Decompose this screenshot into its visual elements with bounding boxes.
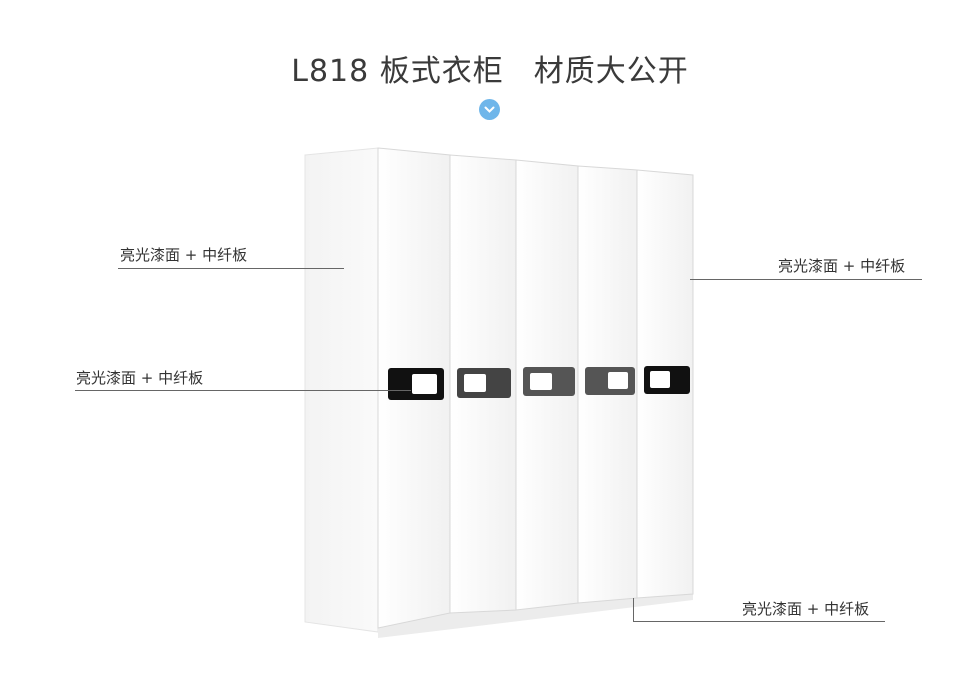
- callout-line: [633, 621, 885, 622]
- title-subtitle: 材质大公开: [533, 54, 689, 89]
- door-handle: [388, 368, 444, 400]
- wardrobe-plinth: [378, 590, 693, 638]
- callout-line: [633, 598, 634, 622]
- chevron-down-icon[interactable]: [479, 99, 500, 120]
- page-title: L818 板式衣柜材质大公开: [0, 46, 980, 90]
- callout-plinth: 亮光漆面 + 中纤板: [742, 600, 870, 618]
- callout-line: [75, 390, 411, 391]
- door-handle: [457, 368, 511, 398]
- callout-right-door: 亮光漆面 + 中纤板: [778, 257, 906, 275]
- callout-line: [118, 268, 344, 269]
- callout-line: [690, 279, 922, 280]
- door-handle: [644, 366, 690, 394]
- door-handle: [585, 367, 635, 395]
- callout-side-panel: 亮光漆面 + 中纤板: [120, 246, 248, 264]
- callout-handle-door: 亮光漆面 + 中纤板: [76, 369, 204, 387]
- door-handle: [523, 367, 575, 396]
- title-model: L818 板式衣柜: [291, 54, 504, 89]
